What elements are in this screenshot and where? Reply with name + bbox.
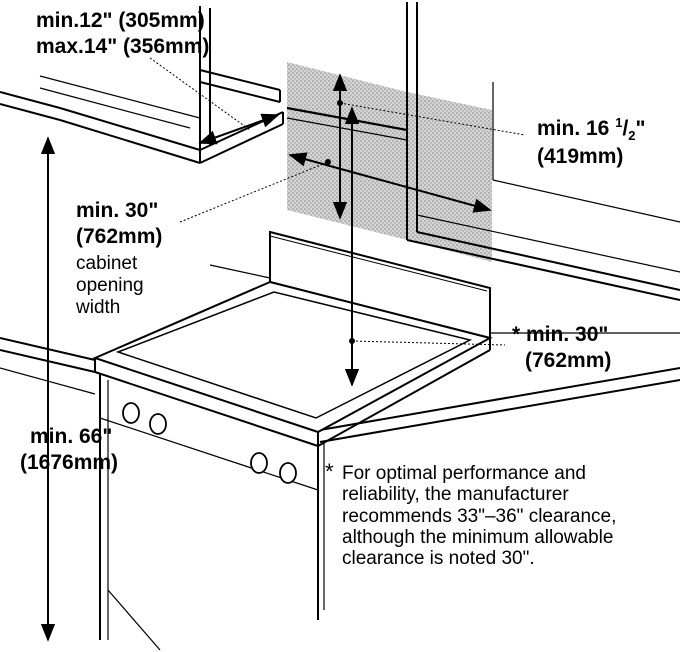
fraction-slash: / — [622, 117, 629, 140]
height-mm-label: (1676mm) — [20, 451, 119, 474]
footnote-line-1: For optimal performance and — [342, 463, 586, 484]
footnote-line-4: although the minimum allowable — [342, 526, 614, 548]
range-knobs — [122, 402, 297, 484]
width-mm-label: (762mm) — [76, 225, 163, 248]
width-arrow — [288, 152, 492, 213]
depth-max-label: max.14" (356mm) — [36, 35, 210, 58]
height-min-label: min. 66" — [30, 425, 113, 448]
depth-min-label: min.12" (305mm) — [36, 9, 205, 32]
width-desc-3: width — [76, 297, 121, 318]
knob-2 — [149, 413, 167, 435]
leader-lines — [149, 57, 526, 346]
range-appliance — [92, 230, 493, 651]
upper-clearance-mm: (419mm) — [537, 145, 624, 168]
upper-clearance-value: min. 16 — [537, 117, 616, 140]
footnote-text: For optimal performance and reliability,… — [342, 463, 616, 569]
upper-clearance-label: min. 16 1/2" — [537, 116, 645, 143]
depth-arrow — [198, 113, 280, 145]
fraction-numerator: 1 — [615, 115, 623, 130]
fraction-denominator: 2 — [628, 128, 636, 144]
footnote-line-5: clearance is noted 30". — [342, 548, 535, 570]
cooktop-clearance-label: * min. 30" — [512, 323, 609, 346]
cooktop-clearance-mm: (762mm) — [525, 349, 612, 372]
inch-mark: " — [635, 117, 646, 140]
width-desc-2: opening — [76, 275, 144, 296]
leader-dots — [325, 100, 355, 344]
footnote-line-3: recommends 33"–36" clearance, — [342, 505, 617, 527]
width-desc-1: cabinet — [76, 253, 138, 274]
knob-3 — [250, 452, 268, 474]
knob-1 — [122, 402, 140, 424]
knob-4 — [279, 462, 297, 484]
footnote-line-2: reliability, the manufacturer — [342, 484, 569, 506]
width-min-label: min. 30" — [76, 199, 159, 222]
footnote-asterisk: * — [325, 459, 334, 484]
